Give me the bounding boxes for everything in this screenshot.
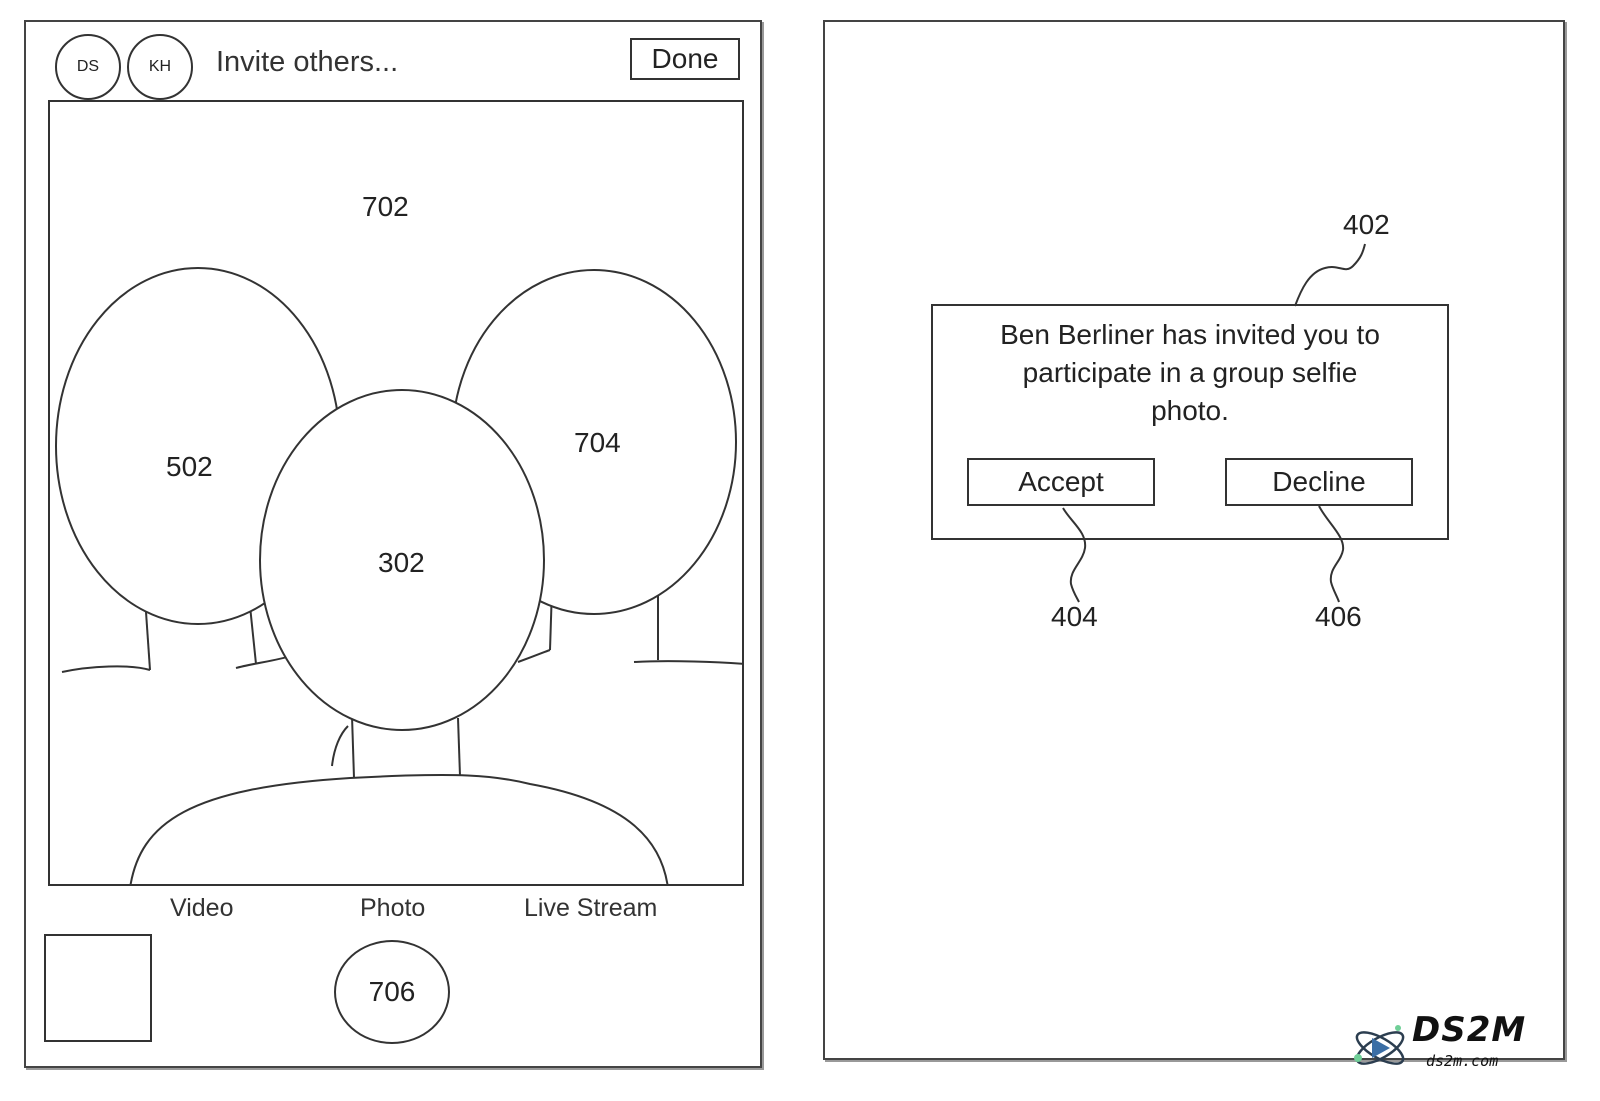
invitation-screen: Ben Berliner has invited you to particip… bbox=[823, 20, 1565, 1060]
camera-viewfinder: 702 502 704 302 bbox=[48, 100, 744, 886]
gallery-thumbnail[interactable] bbox=[44, 934, 152, 1042]
atom-logo-icon bbox=[1354, 1025, 1405, 1065]
callout-404: 404 bbox=[1051, 601, 1098, 632]
avatar-ds[interactable]: DS bbox=[55, 34, 121, 100]
callout-annotations: 402 404 406 bbox=[1051, 209, 1390, 632]
invitation-dialog: Ben Berliner has invited you to particip… bbox=[931, 304, 1449, 540]
message-line: photo. bbox=[1151, 395, 1229, 426]
callout-402: 402 bbox=[1343, 209, 1390, 240]
tab-video[interactable]: Video bbox=[170, 894, 234, 922]
group-selfie-illustration: 702 502 704 302 bbox=[55, 191, 742, 884]
face-ref-label: 704 bbox=[574, 427, 621, 458]
face-ref-label: 302 bbox=[378, 547, 425, 578]
tab-photo[interactable]: Photo bbox=[360, 894, 426, 922]
message-line: Ben Berliner has invited you to bbox=[1000, 319, 1380, 350]
watermark-brand: DS2M bbox=[1412, 1010, 1527, 1050]
watermark: DS2M ds2m.com bbox=[1348, 1010, 1558, 1080]
scene-ref-label: 702 bbox=[362, 191, 409, 222]
decline-button[interactable]: Decline bbox=[1225, 458, 1413, 506]
done-button[interactable]: Done bbox=[630, 38, 740, 80]
watermark-site: ds2m.com bbox=[1426, 1052, 1499, 1070]
invitation-message: Ben Berliner has invited you to particip… bbox=[943, 316, 1437, 430]
invite-others-field[interactable]: Invite others... bbox=[216, 46, 399, 78]
accept-button[interactable]: Accept bbox=[967, 458, 1155, 506]
callout-406: 406 bbox=[1315, 601, 1362, 632]
message-line: participate in a group selfie bbox=[1022, 357, 1358, 388]
tab-live-stream[interactable]: Live Stream bbox=[524, 894, 658, 922]
avatar-kh[interactable]: KH bbox=[127, 34, 193, 100]
face-ref-label: 502 bbox=[166, 451, 213, 482]
camera-screen: DS KH Invite others... Done bbox=[24, 20, 762, 1068]
shutter-button[interactable]: 706 bbox=[334, 940, 450, 1044]
